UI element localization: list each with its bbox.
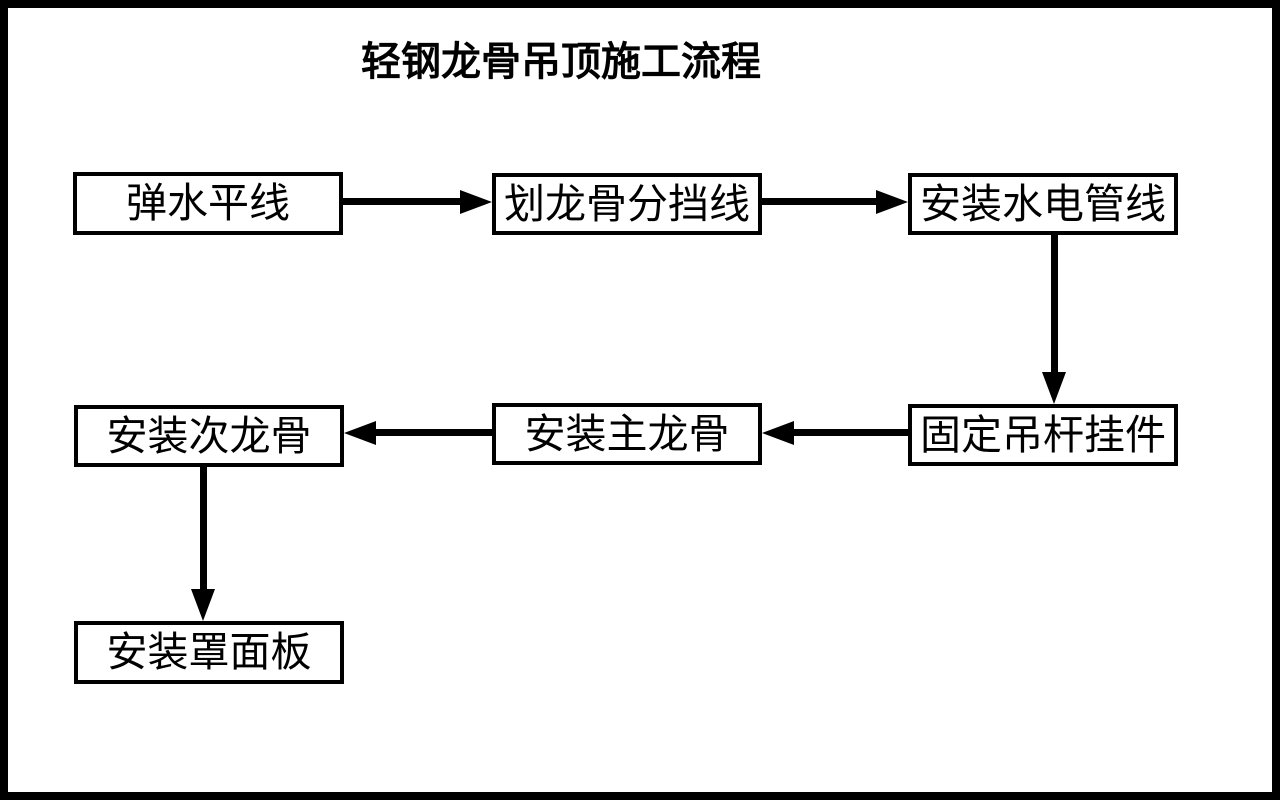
- flow-node-fix-hanger-rods-fittings: 固定吊杆挂件: [908, 404, 1178, 466]
- edge-1-shaft: [343, 198, 463, 205]
- arrowhead-down-icon: [191, 589, 215, 621]
- arrowhead-right-icon: [460, 190, 492, 214]
- edge-5-shaft: [374, 429, 492, 436]
- edge-2-shaft: [762, 198, 878, 205]
- edge-6-shaft: [200, 465, 207, 593]
- arrowhead-left-icon: [344, 421, 376, 445]
- flow-node-snap-water-level-line: 弹水平线: [73, 172, 343, 235]
- arrowhead-right-icon: [876, 190, 908, 214]
- flow-node-mark-keel-division-lines: 划龙骨分挡线: [492, 173, 762, 235]
- edge-4-shaft: [792, 429, 908, 436]
- edge-3-shaft: [1051, 235, 1058, 375]
- flow-node-install-water-electric-pipelines: 安装水电管线: [908, 173, 1178, 235]
- flow-node-install-cover-panel: 安装罩面板: [74, 621, 344, 684]
- flow-node-install-secondary-keel: 安装次龙骨: [74, 405, 344, 467]
- diagram-title: 轻钢龙骨吊顶施工流程: [361, 40, 761, 84]
- flow-node-install-main-keel: 安装主龙骨: [492, 403, 762, 465]
- arrowhead-down-icon: [1042, 372, 1066, 404]
- arrowhead-left-icon: [762, 421, 794, 445]
